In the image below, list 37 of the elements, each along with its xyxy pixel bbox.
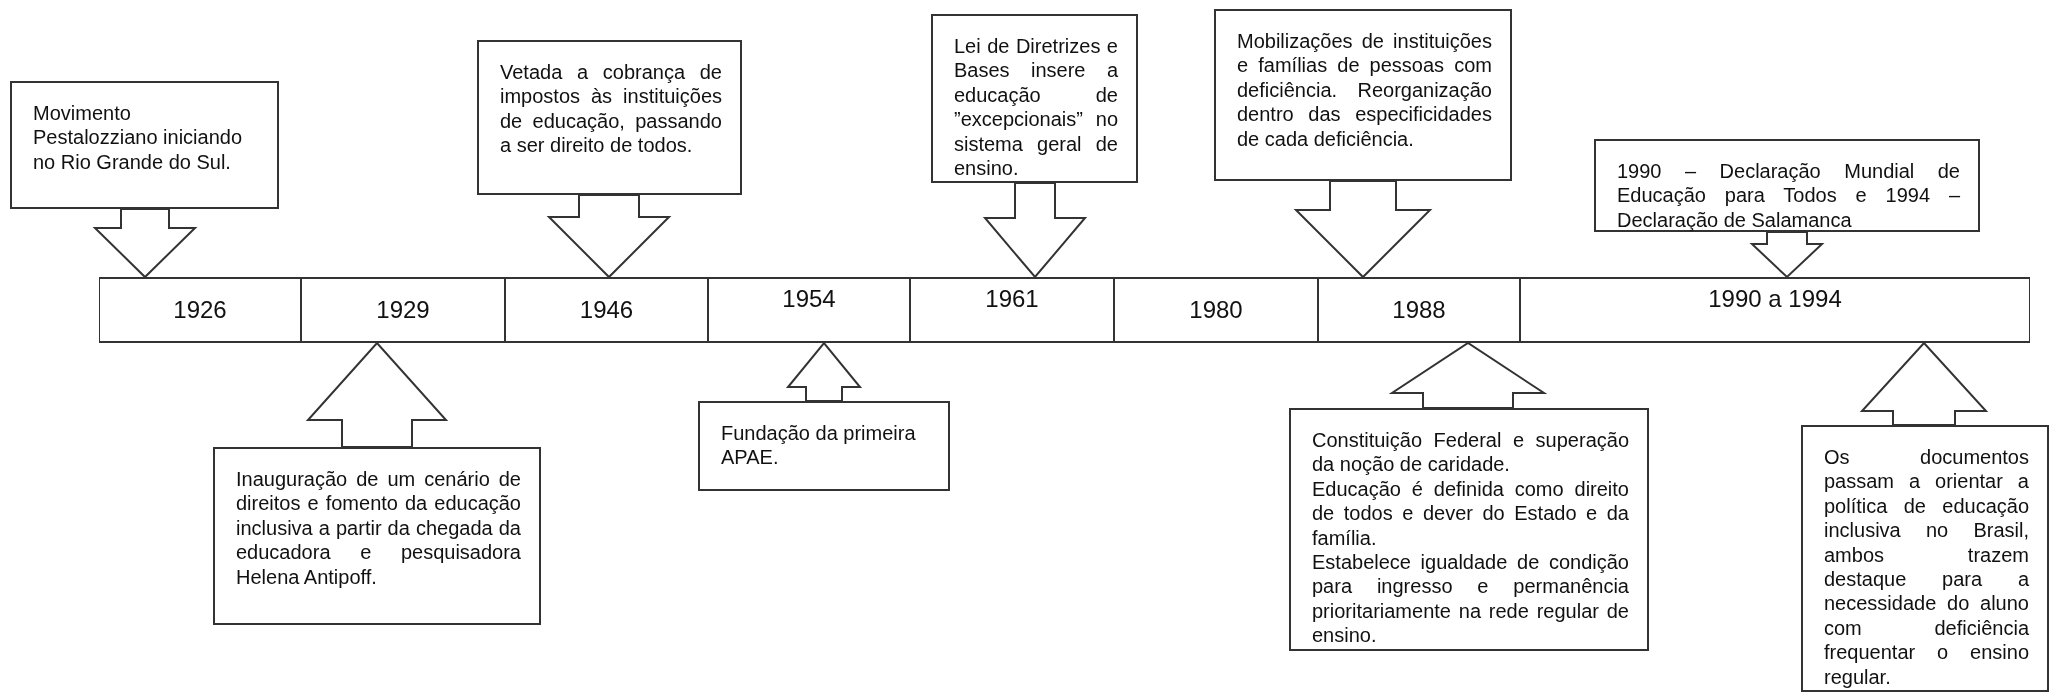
callout-text: Inauguração de um cenário de direitos e fomento da educação inclusiva a partir da chegada da educadora e pesquisadora Helena Antipoff. xyxy=(236,467,521,589)
callout-text: Lei de Diretrizes e Bases insere a educação de ”excepcionais” no sistema geral de ensino. xyxy=(954,34,1118,181)
block-arrow xyxy=(92,208,198,279)
callout-box xyxy=(1801,425,2049,692)
callout-text: Mobilizações de instituições e famílias de pessoas com deficiência. Reorganização dentro das especificidades de cada deficiência. xyxy=(1237,29,1492,151)
block-arrow xyxy=(305,341,449,448)
block-arrow xyxy=(982,182,1088,279)
block-arrow xyxy=(1749,231,1825,279)
callout-box xyxy=(1214,9,1512,181)
block-arrow xyxy=(1293,180,1433,279)
year-cell: 1990 a 1994 xyxy=(1520,277,2030,343)
block-arrow xyxy=(785,341,863,402)
year-cell: 1961 xyxy=(910,277,1114,343)
callout-text: Os documentos passam a orientar a política de educação inclusiva no Brasil, ambos trazem destaque para a necessidade do aluno com deficiência frequentar o ensino regular. xyxy=(1824,445,2029,689)
block-arrow xyxy=(546,194,672,279)
block-arrow xyxy=(1388,341,1548,409)
callout-text: Constituição Federal e superação da noção de caridade. xyxy=(1312,428,1629,477)
callout-text: Movimento Pestalozziano iniciando no Rio Grande do Sul. xyxy=(33,101,244,175)
callout-text: Fundação da primeira APAE. xyxy=(721,421,917,470)
callout-text: Educação é definida como direito de todos e dever do Estado e da família. xyxy=(1312,476,1629,550)
callout-text: Vetada a cobrança de impostos às instituições de educação, passando a ser direito de todos. xyxy=(500,60,722,158)
callout-box xyxy=(213,447,541,625)
year-cell: 1988 xyxy=(1318,277,1520,343)
year-cell: 1926 xyxy=(99,277,301,343)
callout-text: Estabelece igualdade de condição para ingresso e permanência prioritariamente na rede regular de ensino. xyxy=(1312,549,1629,648)
year-cell: 1980 xyxy=(1114,277,1318,343)
year-cell: 1929 xyxy=(301,277,505,343)
callout-box xyxy=(931,14,1138,183)
callout-box xyxy=(1594,139,1980,232)
block-arrow xyxy=(1859,341,1989,426)
year-cell: 1954 xyxy=(708,277,910,343)
callout-box xyxy=(1289,408,1649,651)
callout-box xyxy=(10,81,279,209)
callout-text: 1990 – Declaração Mundial de Educação para Todos e 1994 – Declaração de Salamanca xyxy=(1617,159,1960,233)
callout-box xyxy=(477,40,742,195)
year-cell: 1946 xyxy=(505,277,708,343)
callout-box xyxy=(698,401,950,491)
